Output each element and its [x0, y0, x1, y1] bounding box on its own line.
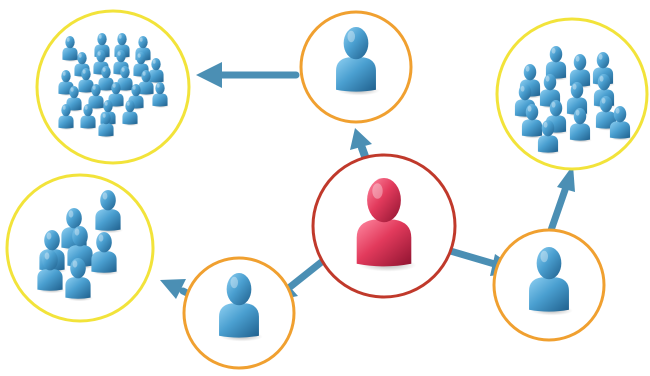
group-member-icon	[152, 82, 169, 108]
arrow-icon	[196, 62, 300, 88]
group-member-icon	[78, 68, 95, 94]
group-member-icon	[37, 250, 65, 294]
group-member-icon	[80, 104, 97, 130]
group-member-icon	[108, 82, 125, 108]
contact-person-icon	[529, 247, 573, 316]
arrow-icon	[545, 165, 575, 240]
group-member-icon	[98, 66, 115, 92]
group-member-icon	[95, 190, 124, 234]
group-member-icon	[98, 112, 115, 138]
group-member-icon	[569, 54, 592, 89]
group-member-icon	[537, 120, 560, 155]
central-person-icon	[356, 178, 417, 272]
contact-person-icon	[336, 27, 380, 96]
group-member-icon	[62, 36, 79, 62]
group-member-icon	[65, 258, 94, 302]
group-member-icon	[58, 104, 75, 130]
group-member-icon	[66, 86, 83, 112]
group-member-icon	[117, 66, 134, 92]
group-member-icon	[569, 108, 592, 143]
group-member-icon	[521, 104, 544, 139]
contact-person-icon	[219, 273, 263, 342]
group-member-icon	[138, 70, 155, 96]
group-member-icon	[88, 84, 105, 110]
group-member-icon	[122, 100, 139, 126]
group-member-icon	[514, 84, 537, 119]
people-layer	[37, 27, 632, 342]
group-member-icon	[609, 106, 632, 141]
group-member-icon	[91, 232, 120, 276]
